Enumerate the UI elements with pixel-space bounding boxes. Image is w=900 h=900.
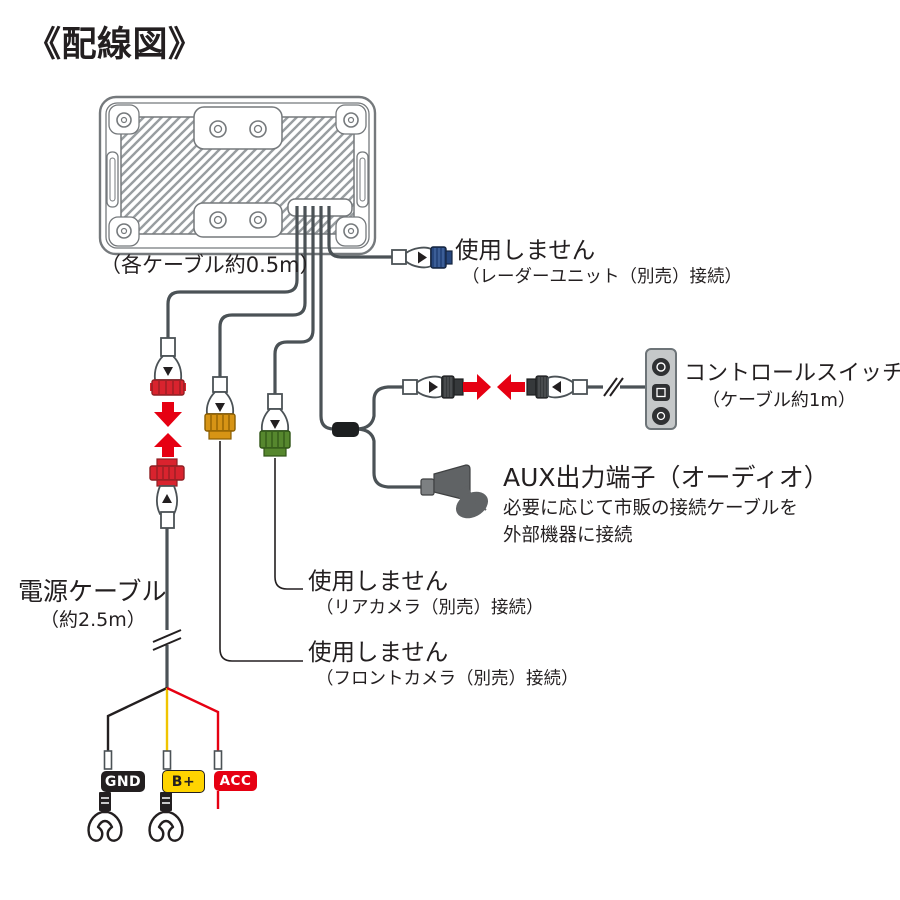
main-unit-illustration: [98, 95, 377, 256]
control-switch-cable-note: （ケーブル約1m）: [702, 390, 856, 411]
ferrite-core: [332, 422, 359, 437]
connect-arrow-down-icon: [154, 402, 182, 427]
aux-output-label: AUX出力端子（オーディオ）: [503, 463, 829, 492]
cable-radar: [327, 206, 393, 259]
leader-line-rear-camera: [274, 458, 303, 590]
gnd-fork-terminal-icon: [87, 810, 123, 842]
power-cable-label: 電源ケーブル: [18, 577, 167, 606]
control-socket-icon: [526, 375, 588, 399]
power-plug-male-icon: [149, 458, 185, 529]
front-camera-label: 使用しません: [308, 638, 449, 666]
connect-arrow-left-icon: [497, 374, 525, 400]
connect-arrow-right-icon: [463, 374, 491, 400]
power-split-wires: [106, 686, 220, 809]
cable-rear-camera: [273, 206, 315, 396]
acc-wire-tag: ACC: [214, 771, 257, 791]
connect-arrow-up-icon: [154, 433, 182, 457]
unit-mount-plate-bottom: [193, 202, 283, 238]
wire-gnd: [106, 686, 168, 752]
unit-mount-plate-top: [193, 106, 283, 150]
gnd-crimp-terminal: [99, 792, 111, 811]
switch-button-bottom: [652, 407, 670, 425]
aux-plug-icon: [420, 464, 489, 519]
cable-break-icon-switch: [603, 377, 624, 397]
unit-side-grips: [106, 151, 369, 208]
front-camera-sublabel: （フロントカメラ（別売）接続）: [316, 669, 579, 689]
cable-control-branch: [357, 385, 404, 431]
radar-connection-label: 使用しません: [455, 236, 596, 264]
rear-camera-label: 使用しません: [308, 567, 449, 595]
unit-cable-length-note: （各ケーブル約0.5m）: [100, 253, 321, 277]
unit-corner-screws: [108, 104, 367, 247]
leader-line-front-camera: [219, 441, 303, 662]
switch-button-middle: [652, 384, 670, 401]
switch-button-top: [652, 358, 670, 376]
front-camera-plug-icon: [204, 376, 236, 440]
radar-connection-sublabel: （レーダーユニット（別売）接続）: [462, 267, 742, 287]
bplus-wire-tag: B+: [162, 770, 205, 793]
power-plug-female-icon: [150, 337, 186, 396]
bplus-crimp-terminal: [160, 792, 172, 811]
cable-break-icon-power: [152, 629, 182, 651]
cable-aux-branch: [357, 427, 421, 489]
gnd-wire-tag: GND: [101, 771, 145, 792]
radar-plug-icon: [391, 246, 453, 269]
aux-note-line1: 必要に応じて市販の接続ケーブルを: [503, 498, 798, 519]
control-plug-icon: [402, 375, 464, 399]
control-switch-unit: [645, 348, 677, 430]
control-switch-label: コントロールスイッチ: [684, 361, 900, 386]
cable-power: [166, 206, 299, 340]
wire-acc: [166, 686, 220, 752]
power-cable-length-note: （約2.5m）: [40, 609, 146, 631]
bplus-fork-terminal-icon: [148, 810, 184, 842]
aux-cap: [455, 485, 489, 519]
aux-note-line2: 外部機器に接続: [503, 525, 633, 546]
cable-front-camera: [218, 206, 307, 379]
page-title: 《配線図》: [26, 25, 204, 65]
rear-camera-plug-icon: [259, 393, 291, 457]
wire-sleeves: [103, 750, 223, 770]
rear-camera-sublabel: （リアカメラ（別売）接続）: [316, 598, 544, 618]
